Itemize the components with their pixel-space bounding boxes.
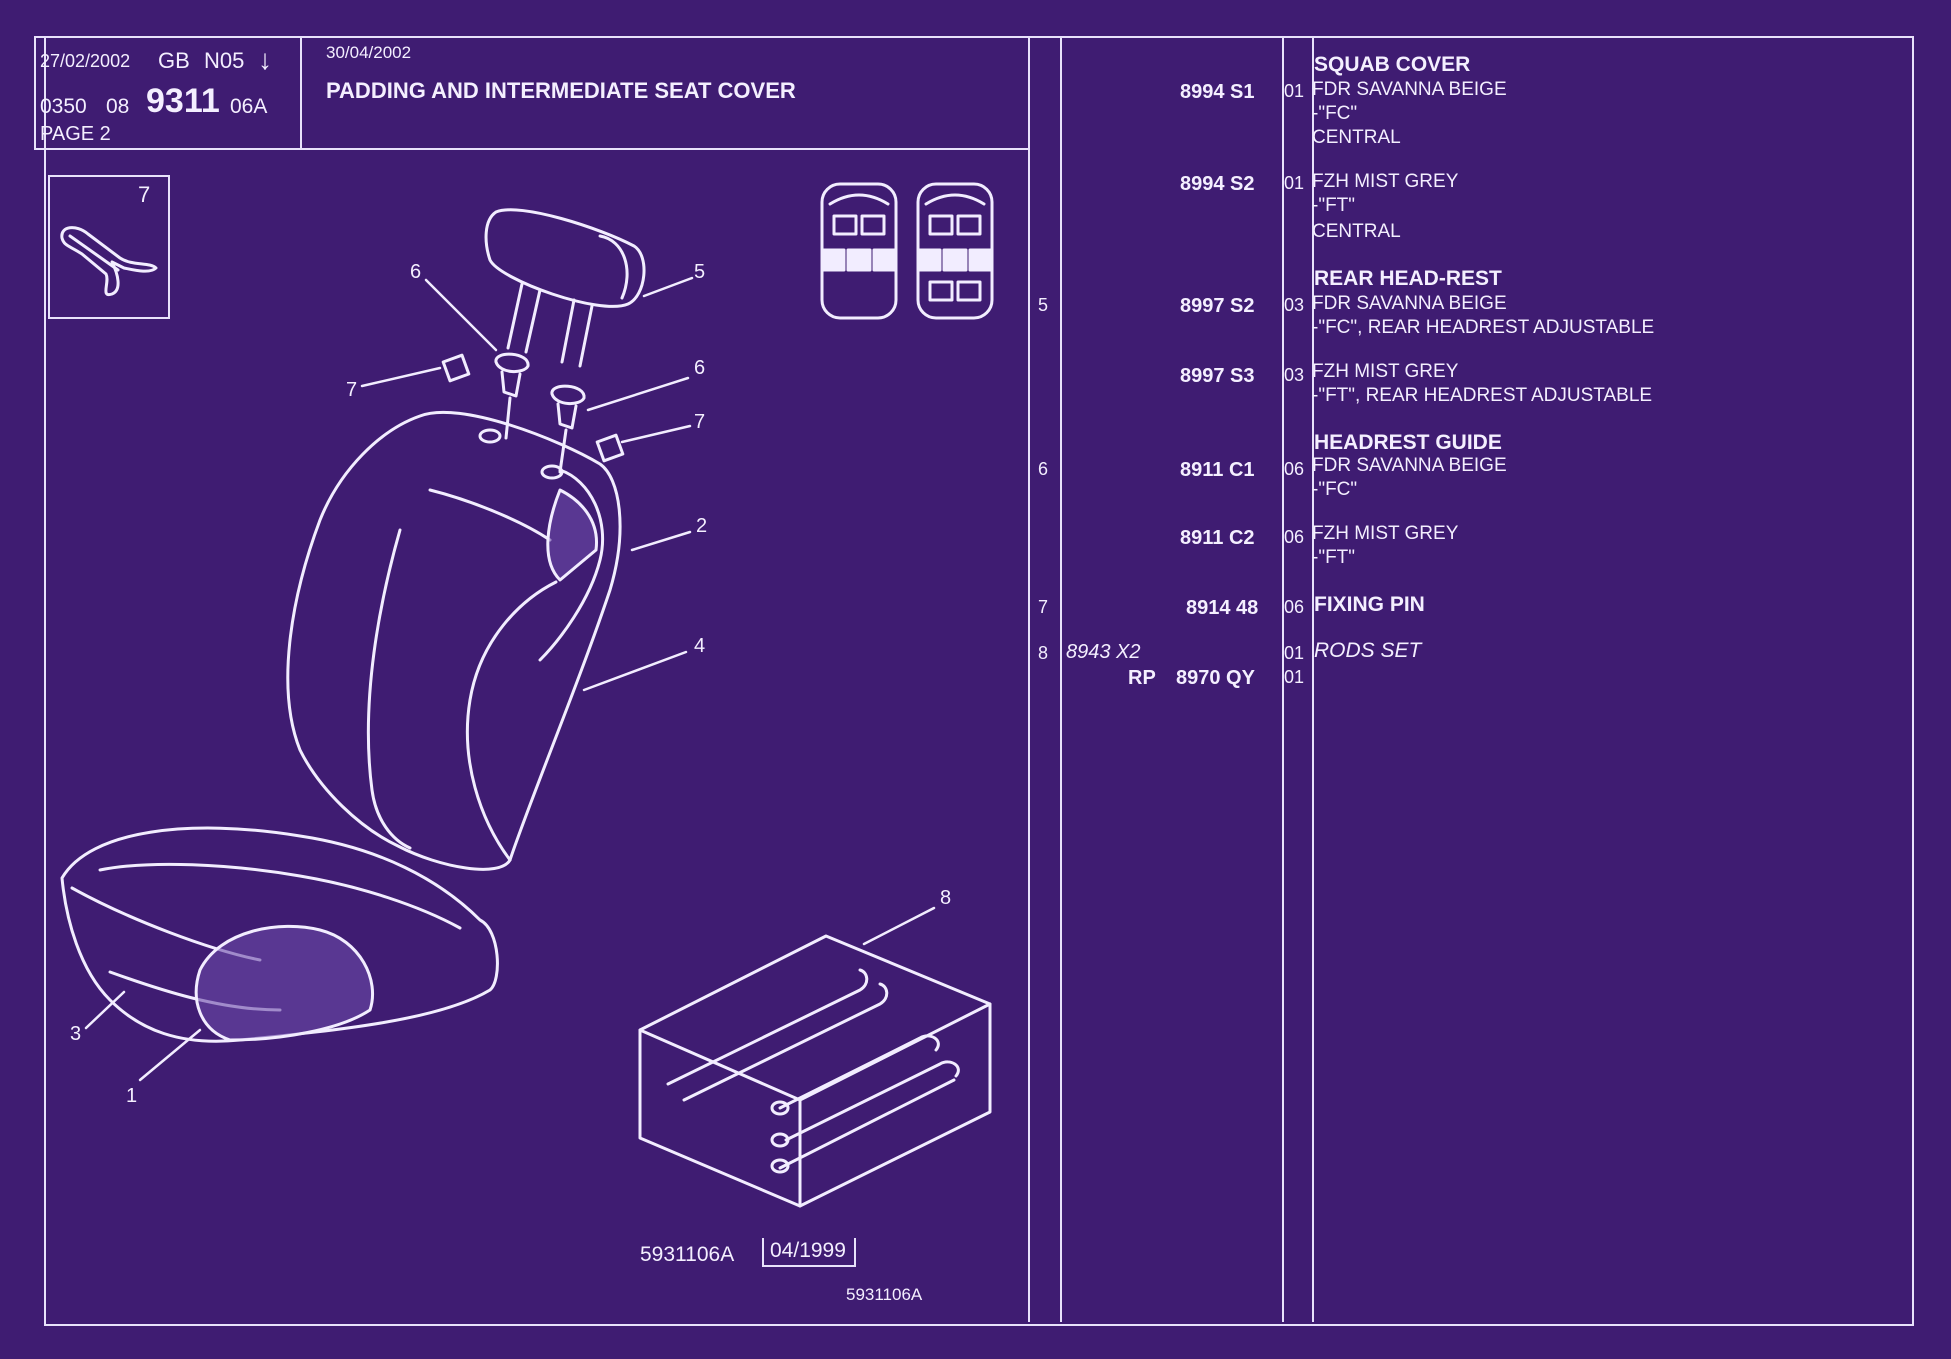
part-qty: 01 (1284, 667, 1305, 687)
drawing-date: 04/1999 (762, 1238, 856, 1267)
callout-1: 1 (126, 1085, 138, 1107)
headrest-guides (441, 352, 625, 480)
part-ref: 8914 48 (1186, 597, 1259, 619)
drawing-ref-2: 5931106A (846, 1285, 923, 1304)
callout-4: 4 (694, 635, 706, 657)
header-ref-main: 9311 (146, 82, 220, 120)
part-num: 8 (1038, 643, 1049, 663)
col-line-2 (1060, 36, 1062, 1322)
heading-rear-head-rest: REAR HEAD-REST (1314, 267, 1502, 290)
part-desc: CENTRAL (1312, 127, 1401, 148)
part-desc: -"FT" (1312, 195, 1356, 216)
part-qty: 06 (1284, 527, 1305, 547)
part-qty: 03 (1284, 295, 1305, 315)
part-desc: -"FC" (1312, 103, 1358, 124)
part-qty: 06 (1284, 459, 1305, 479)
part-desc: FZH MIST GREY (1312, 171, 1459, 192)
part-num: 7 (1038, 597, 1049, 617)
part-ref: 8994 S2 (1180, 173, 1255, 195)
part-desc: FZH MIST GREY (1312, 361, 1459, 382)
part-desc: FDR SAVANNA BEIGE (1312, 79, 1507, 100)
rods-set-box (638, 934, 992, 1208)
col-line-1 (1028, 36, 1030, 1322)
callout-7b: 7 (694, 411, 706, 433)
callout-3: 3 (70, 1023, 82, 1045)
heading-headrest-guide: HEADREST GUIDE (1314, 431, 1502, 454)
part-ref: 8994 S1 (1180, 81, 1255, 103)
part-alt-ref: 8943 X2 (1066, 641, 1141, 663)
fixing-pin-icon (60, 226, 158, 297)
part-desc: FDR SAVANNA BEIGE (1312, 455, 1507, 476)
inset-box (48, 175, 170, 319)
callout-6b: 6 (694, 357, 706, 379)
part-desc: -"FC", REAR HEADREST ADJUSTABLE (1312, 317, 1655, 338)
col-line-3 (1282, 36, 1284, 1322)
seat-cushion (60, 826, 499, 1043)
part-ref: 8970 QY (1176, 667, 1255, 689)
backrest (286, 410, 622, 871)
part-desc: -"FT", REAR HEADREST ADJUSTABLE (1312, 385, 1653, 406)
callout-5: 5 (694, 261, 706, 283)
header-arrow: ↓ (258, 44, 272, 75)
part-ref: 8911 C1 (1180, 459, 1255, 481)
part-desc: CENTRAL (1312, 221, 1401, 242)
part-desc: FDR SAVANNA BEIGE (1312, 293, 1507, 314)
seat-config-icon-1 (820, 182, 898, 320)
part-qty: 01 (1284, 173, 1305, 193)
header-date2: 30/04/2002 (326, 43, 412, 62)
part-prefix: RP (1128, 667, 1156, 689)
part-desc: RODS SET (1314, 639, 1422, 662)
header-box (34, 36, 1030, 150)
part-qty: 06 (1284, 597, 1305, 617)
callout-6a: 6 (410, 261, 422, 283)
part-ref: 8911 C2 (1180, 527, 1255, 549)
part-ref: 8997 S2 (1180, 295, 1255, 317)
part-desc: -"FC" (1312, 479, 1358, 500)
header-page: PAGE 2 (40, 123, 111, 145)
part-desc: -"FT" (1312, 547, 1356, 568)
part-num: 5 (1038, 295, 1049, 315)
seat-config-icon-2 (916, 182, 994, 320)
header-lang: GB (158, 48, 190, 73)
header-ref-suffix: 06A (230, 95, 268, 118)
callout-2: 2 (696, 515, 708, 537)
callout-7a: 7 (346, 379, 358, 401)
part-num: 6 (1038, 459, 1049, 479)
headrest (484, 208, 646, 368)
header-date: 27/02/2002 (40, 51, 131, 71)
part-desc: FIXING PIN (1314, 593, 1425, 616)
header-ref-b: 08 (106, 95, 130, 118)
heading-squab-cover: SQUAB COVER (1314, 53, 1471, 76)
part-ref: 8997 S3 (1180, 365, 1255, 387)
page-title: PADDING AND INTERMEDIATE SEAT COVER (326, 78, 796, 103)
part-qty: 01 (1284, 643, 1305, 663)
header-ref-a: 0350 (40, 95, 87, 118)
inset-label: 7 (138, 182, 151, 207)
leader-lines (84, 276, 936, 1082)
col-line-4 (1312, 36, 1314, 1322)
header-bottom-line (34, 148, 1028, 150)
header-code: N05 (204, 48, 245, 73)
part-qty: 03 (1284, 365, 1305, 385)
callout-8: 8 (940, 887, 952, 909)
part-desc: FZH MIST GREY (1312, 523, 1459, 544)
header-divider (300, 36, 302, 148)
drawing-ref: 5931106A (640, 1243, 735, 1266)
part-qty: 01 (1284, 81, 1305, 101)
